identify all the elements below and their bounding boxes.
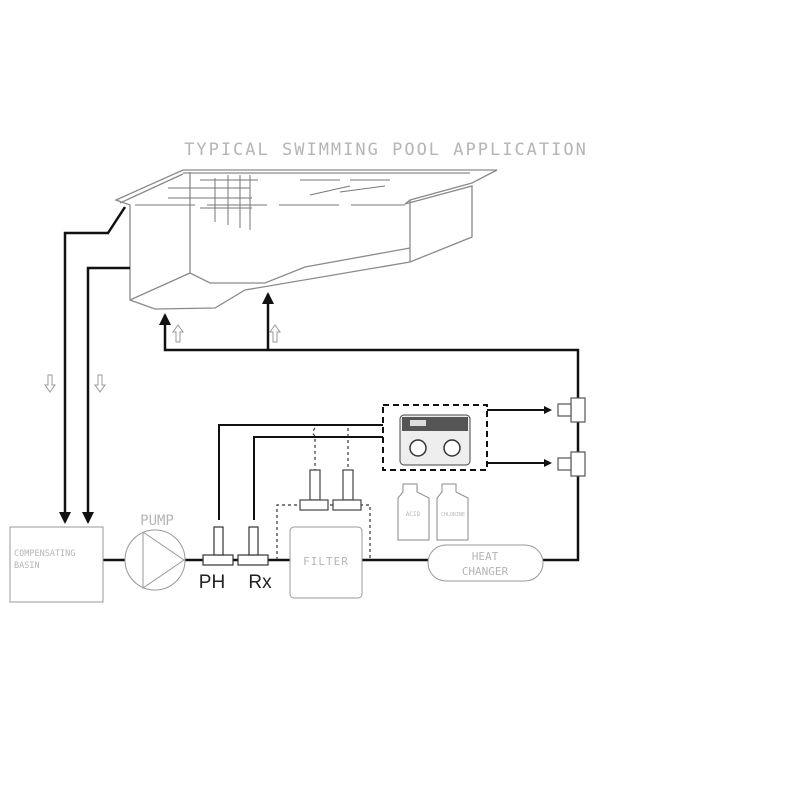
pump-head-icon [409,439,427,457]
chlorine-tank: CHLORINE [436,483,469,541]
pipework [59,206,580,562]
pump-label: PUMP [140,513,174,529]
filter: FILTER [289,526,363,599]
flow-up-icon [172,324,184,343]
heat-changer: HEAT CHANGER [427,544,544,582]
flow-arrow-icons [44,324,281,393]
diagram-title: TYPICAL SWIMMING POOL APPLICATION [184,140,588,160]
dosing-controller [382,404,488,471]
skimmer-pipe [59,206,127,524]
flow-down-icon [94,374,106,393]
heat-changer-label-2: CHANGER [462,565,509,578]
flow-up-icon [269,324,281,343]
acid-label: ACID [406,511,421,518]
pump: PUMP [124,513,186,591]
return-pipe [159,313,580,562]
swimming-pool [114,169,498,310]
rx-probe-label: Rx [248,572,272,593]
drain-pipe [82,266,130,524]
heat-changer-label-1: HEAT [472,550,499,563]
acid-tank: ACID [397,483,430,541]
chlorine-label: CHLORINE [441,512,465,518]
bypass-probes [299,469,362,511]
probes [202,526,269,566]
basin-label-2: BASIN [14,561,40,571]
filter-label: FILTER [303,555,349,568]
pump-head-icon [443,439,461,457]
ph-probe-label: PH [199,572,225,593]
flow-down-icon [44,374,56,393]
basin-label-1: COMPENSATING [14,549,75,559]
injection-points [557,397,586,477]
compensating-basin: COMPENSATING BASIN [9,526,104,603]
